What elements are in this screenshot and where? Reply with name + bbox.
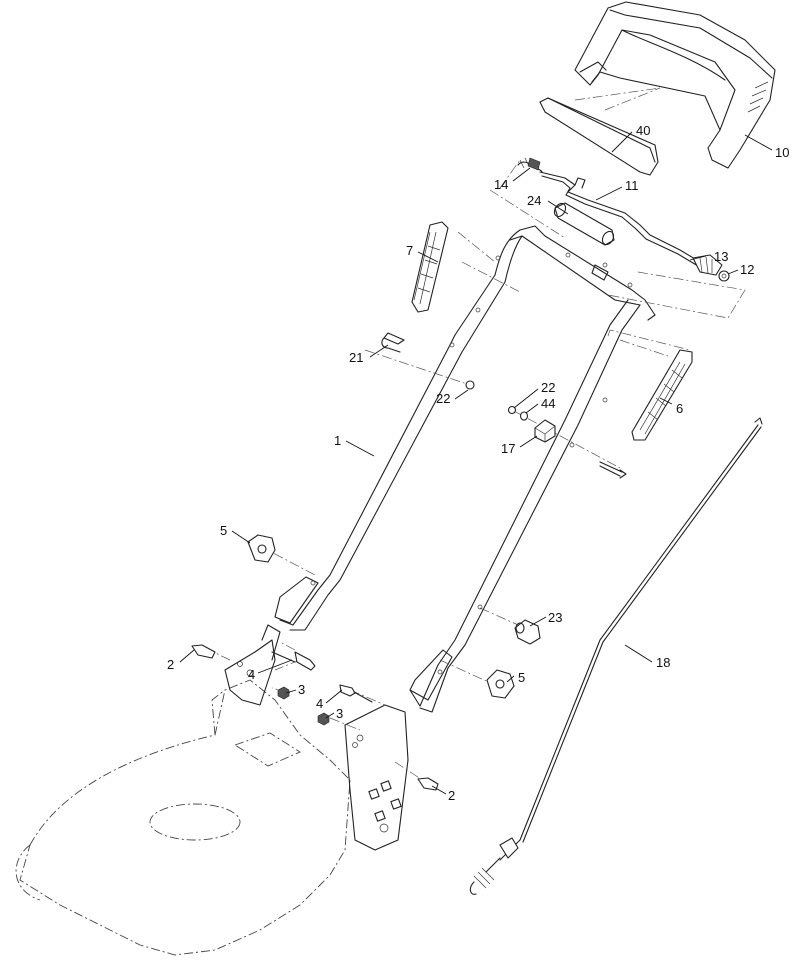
control-cable-part-18 — [469, 417, 763, 895]
lower-handle-part-1 — [274, 225, 656, 713]
callout-labels: 10 40 14 11 24 13 12 7 21 22 22 44 6 17 … — [167, 123, 789, 803]
screw-near-part-17 — [599, 461, 627, 479]
callout-13: 13 — [714, 249, 728, 264]
callout-4-left: 4 — [248, 667, 255, 682]
callout-11: 11 — [625, 178, 639, 193]
callout-6: 6 — [676, 401, 683, 416]
control-rod-part-11 — [539, 171, 701, 267]
callout-21: 21 — [349, 350, 363, 365]
knob-part-5-left — [247, 534, 276, 563]
callout-5-right: 5 — [518, 670, 525, 685]
callout-17: 17 — [501, 441, 515, 456]
callout-2-left: 2 — [167, 657, 174, 672]
callout-23: 23 — [548, 610, 562, 625]
bushing-part-23 — [514, 619, 541, 645]
callout-7: 7 — [406, 243, 413, 258]
bail-bar-part-40 — [539, 87, 661, 176]
callout-44: 44 — [541, 396, 555, 411]
callout-5-left: 5 — [220, 523, 227, 538]
nut-part-3-right — [317, 712, 330, 726]
grip-sleeve-part-24 — [553, 202, 615, 246]
block-part-17 — [534, 419, 556, 443]
callout-1: 1 — [334, 433, 341, 448]
clip-pin-part-21 — [381, 332, 405, 353]
handle-grip-part-10 — [574, 1, 776, 169]
callout-2-right: 2 — [448, 788, 455, 803]
callout-24: 24 — [527, 193, 541, 208]
callout-40: 40 — [636, 123, 650, 138]
cable-end-part-13 — [692, 254, 723, 276]
callout-4-right: 4 — [316, 696, 323, 711]
mower-deck-outline — [15, 679, 351, 956]
nut-part-22-left — [465, 380, 475, 390]
washer-part-44 — [519, 411, 529, 421]
callout-3-left: 3 — [298, 682, 305, 697]
right-handle-bracket — [344, 704, 409, 851]
callout-22-right: 22 — [541, 380, 555, 395]
assembly-phantom-lines — [204, 159, 746, 786]
cable-guide-part-7 — [411, 221, 449, 313]
callout-22-left: 22 — [436, 391, 450, 406]
knob-part-5-right — [486, 669, 515, 699]
nut-part-3-left — [277, 686, 290, 700]
callout-3-right: 3 — [336, 706, 343, 721]
left-handle-bracket — [224, 624, 281, 706]
nut-part-22-right — [507, 405, 517, 415]
nut-part-12 — [718, 270, 730, 282]
callout-18: 18 — [656, 655, 670, 670]
callout-10: 10 — [775, 145, 789, 160]
pin-part-2-left — [191, 644, 216, 659]
leader-lines — [179, 131, 773, 795]
callout-14: 14 — [494, 177, 508, 192]
bolt-part-4-left — [271, 651, 316, 671]
cable-guide-part-6 — [631, 349, 693, 441]
spring-part-14 — [517, 157, 543, 173]
callout-12: 12 — [740, 262, 754, 277]
bolt-part-4-right — [339, 684, 373, 703]
